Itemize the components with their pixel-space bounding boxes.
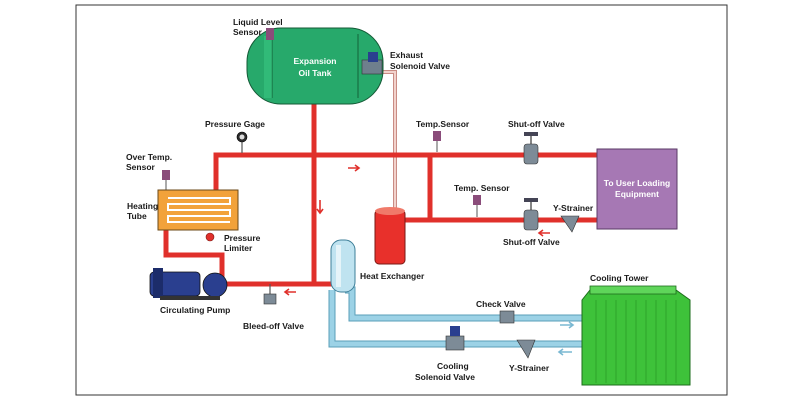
- over-temp-sensor-label-2: Sensor: [126, 162, 156, 172]
- temp-sensor-1-label: Temp.Sensor: [416, 119, 470, 129]
- pressure-limiter-label-1: Pressure: [224, 233, 261, 243]
- to-user-label-1: To User Loading: [604, 178, 670, 188]
- heating-tube-label-1: Heating: [127, 201, 158, 211]
- check-valve: Check Valve: [476, 299, 526, 324]
- exhaust-valve-label-1: Exhaust: [390, 50, 423, 60]
- pressure-limiter: Pressure Limiter: [205, 232, 261, 253]
- cooling-solenoid-valve: Cooling Solenoid Valve: [415, 326, 475, 382]
- y-strainer-2: Y-Strainer: [509, 339, 550, 373]
- y-strainer-2-label: Y-Strainer: [509, 363, 550, 373]
- heating-tube: Heating Tube: [127, 189, 239, 231]
- to-user-label-2: Equipment: [615, 189, 659, 199]
- liquid-level-sensor: Liquid Level Sensor: [233, 17, 283, 40]
- cooling-tower-label: Cooling Tower: [590, 273, 649, 283]
- check-valve-label: Check Valve: [476, 299, 526, 309]
- y-strainer-1-label: Y-Strainer: [553, 203, 594, 213]
- cooling-cylinder: [330, 239, 356, 293]
- expansion-tank-label-1: Expansion: [294, 56, 337, 66]
- cooling-tower: Cooling Tower: [581, 273, 691, 386]
- exhaust-valve-label-2: Solenoid Valve: [390, 61, 450, 71]
- y-strainer-1: Y-Strainer: [553, 203, 594, 233]
- over-temp-sensor-label-1: Over Temp.: [126, 152, 172, 162]
- over-temp-sensor: Over Temp. Sensor: [126, 152, 172, 190]
- user-loading-equipment: To User Loading Equipment: [596, 148, 678, 230]
- exhaust-solenoid-valve: Exhaust Solenoid Valve: [361, 50, 450, 75]
- expansion-oil-tank: Expansion Oil Tank: [246, 27, 384, 105]
- temp-sensor-1: Temp.Sensor: [416, 119, 470, 152]
- bleed-off-valve: Bleed-off Valve: [243, 284, 304, 331]
- bleed-off-valve-label: Bleed-off Valve: [243, 321, 304, 331]
- heat-exchanger-label: Heat Exchanger: [360, 271, 425, 281]
- pressure-limiter-label-2: Limiter: [224, 243, 253, 253]
- cooling-solenoid-valve-label-2: Solenoid Valve: [415, 372, 475, 382]
- expansion-tank-label-2: Oil Tank: [299, 68, 332, 78]
- liquid-level-sensor-label-2: Sensor: [233, 27, 263, 37]
- liquid-level-sensor-label-1: Liquid Level: [233, 17, 283, 27]
- flow-arrows: [283, 164, 575, 356]
- pressure-gage-label: Pressure Gage: [205, 119, 265, 129]
- shutoff-valve-1: Shut-off Valve: [508, 119, 565, 165]
- temp-sensor-2-label: Temp. Sensor: [454, 183, 510, 193]
- shutoff-valve-2-label: Shut-off Valve: [503, 237, 560, 247]
- pressure-gage: Pressure Gage: [205, 119, 265, 153]
- circulating-pump-label: Circulating Pump: [160, 305, 230, 315]
- heat-exchanger-tank: Heat Exchanger: [360, 207, 425, 281]
- shutoff-valve-2: Shut-off Valve: [503, 198, 560, 247]
- thermal-oil-pipes: [163, 100, 597, 287]
- temp-sensor-2: Temp. Sensor: [454, 183, 510, 217]
- shutoff-valve-1-label: Shut-off Valve: [508, 119, 565, 129]
- circulating-pump: Circulating Pump: [149, 268, 230, 315]
- heating-tube-label-2: Tube: [127, 211, 147, 221]
- cooling-solenoid-valve-label-1: Cooling: [437, 361, 469, 371]
